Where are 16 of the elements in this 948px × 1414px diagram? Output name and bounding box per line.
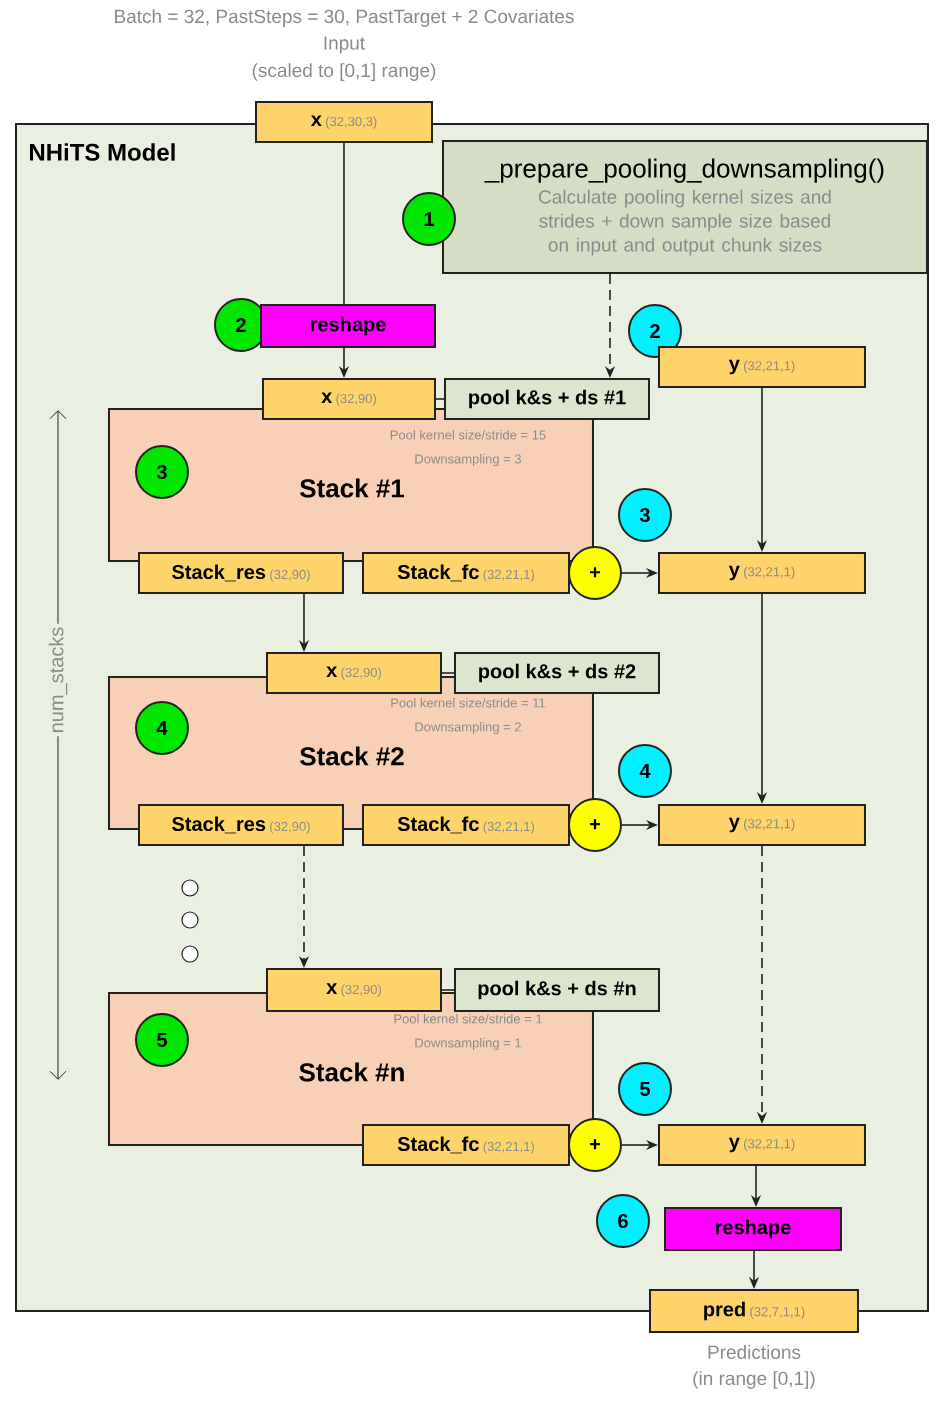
connector-line bbox=[435, 398, 445, 400]
reshape-box: reshape bbox=[664, 1207, 842, 1251]
caption-text: Predictions bbox=[708, 1345, 801, 1359]
caption-text: (in range [0,1]) bbox=[693, 1371, 815, 1389]
caption-text: Batch = 32, PastSteps = 30, PastTarget + 2 Covariates bbox=[115, 9, 574, 27]
function-box: _prepare_pooling_downsampling() Calculate pooling kernel sizes and strides + down sample size based on input and output chunk sizes bbox=[442, 140, 928, 274]
caption-text: (scaled to [0,1] range) bbox=[252, 63, 436, 81]
connector-line bbox=[343, 142, 345, 305]
pool-box: pool k&s + ds #1 bbox=[444, 378, 650, 420]
connector-line bbox=[441, 672, 455, 674]
dimension-label: num_stacks bbox=[45, 623, 71, 737]
connector-line bbox=[441, 989, 455, 991]
caption-text: Input bbox=[324, 36, 365, 54]
pool-box: pool k&s + ds #2 bbox=[454, 652, 660, 694]
reshape-box: reshape bbox=[260, 304, 436, 348]
pool-box: pool k&s + ds #n bbox=[454, 968, 660, 1012]
